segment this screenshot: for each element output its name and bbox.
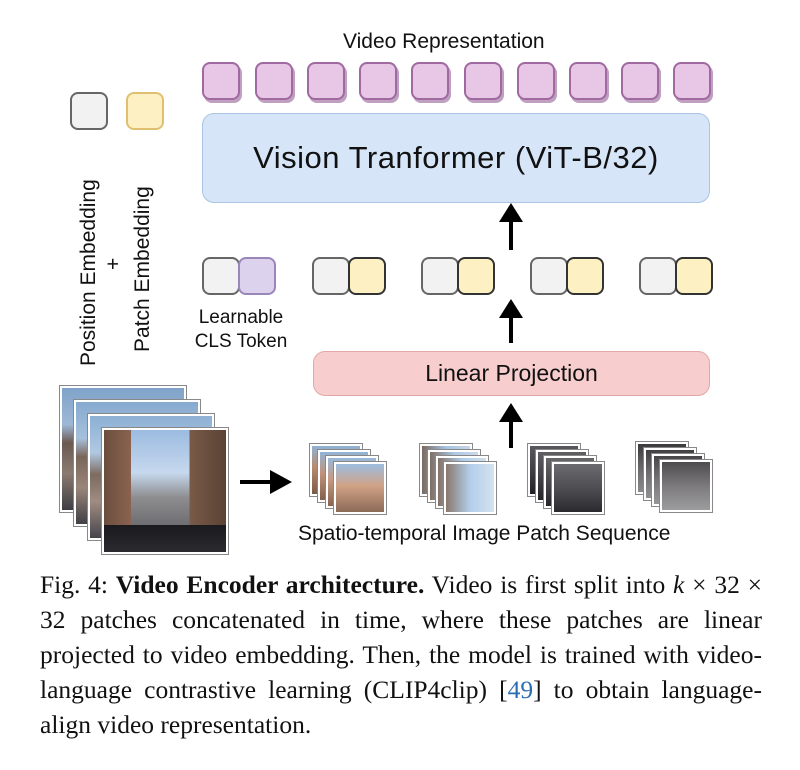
caption-title: Video Encoder architecture. [115,570,425,599]
citation-link[interactable]: 49 [507,675,534,704]
linear-projection-label: Linear Projection [425,360,598,386]
video-token [202,62,240,100]
vit-box: Vision Tranformer (ViT-B/32) [202,113,710,203]
legend-position-label: Position Embedding [77,179,100,366]
patch-stack [636,442,712,514]
vit-label: Vision Tranformer (ViT-B/32) [253,140,659,175]
caption-prefix: Fig. 4: [40,570,116,599]
cls-label-line2: CLS Token [194,331,288,352]
caption-n1: 32 [714,570,740,599]
patch-token [348,257,386,295]
legend-position-swatch [70,92,108,130]
patch-token [675,257,713,295]
caption-text1: Video is first split into [424,570,674,599]
arrows-layer [240,203,523,494]
patch-token [457,257,495,295]
legend-plus-label: + [102,257,125,270]
video-frames-stack [60,386,228,556]
legend-patch-swatch [126,92,164,130]
figure-caption: Fig. 4: Video Encoder architecture. Vide… [40,567,762,742]
figure: Video Representation Vision Tranformer (… [60,30,713,556]
arrow-up-icon [499,403,523,448]
patch-stack [528,444,604,516]
patch-stack [310,444,386,516]
caption-n2: 32 [40,605,66,634]
position-token [530,257,568,295]
cls-position-token [202,257,240,295]
caption-times2: × [739,570,762,599]
video-token [359,62,397,100]
video-token [569,62,607,100]
caption-times1: × [684,570,715,599]
patch-stack [420,444,496,516]
video-token [517,62,555,100]
cls-label: Learnable CLS Token [182,306,300,354]
patch-token [566,257,604,295]
linear-projection-box: Linear Projection [313,351,710,396]
video-token [255,62,293,100]
position-token [312,257,350,295]
video-token [411,62,449,100]
video-token [673,62,711,100]
patch-image [552,462,604,514]
arrow-right-icon [240,470,292,494]
video-token [621,62,659,100]
cls-token [238,257,276,295]
patch-image [444,462,496,514]
legend-patch-label: Patch Embedding [131,186,154,352]
arrow-up-icon [499,203,523,250]
cls-label-line1: Learnable [198,307,284,328]
video-representation-label: Video Representation [343,30,545,53]
arrow-up-icon [499,299,523,343]
video-frame-image [102,428,228,554]
video-token [464,62,502,100]
position-token [421,257,459,295]
patch-sequence-label: Spatio-temporal Image Patch Sequence [298,522,671,545]
patch-image [660,460,712,512]
video-token [307,62,345,100]
caption-text3: ] to obtain language-align video represe… [40,675,762,739]
patch-image [334,462,386,514]
caption-text2: patches concatenated in time, where thes… [40,605,762,704]
caption-k: k [673,570,685,599]
position-token [639,257,677,295]
